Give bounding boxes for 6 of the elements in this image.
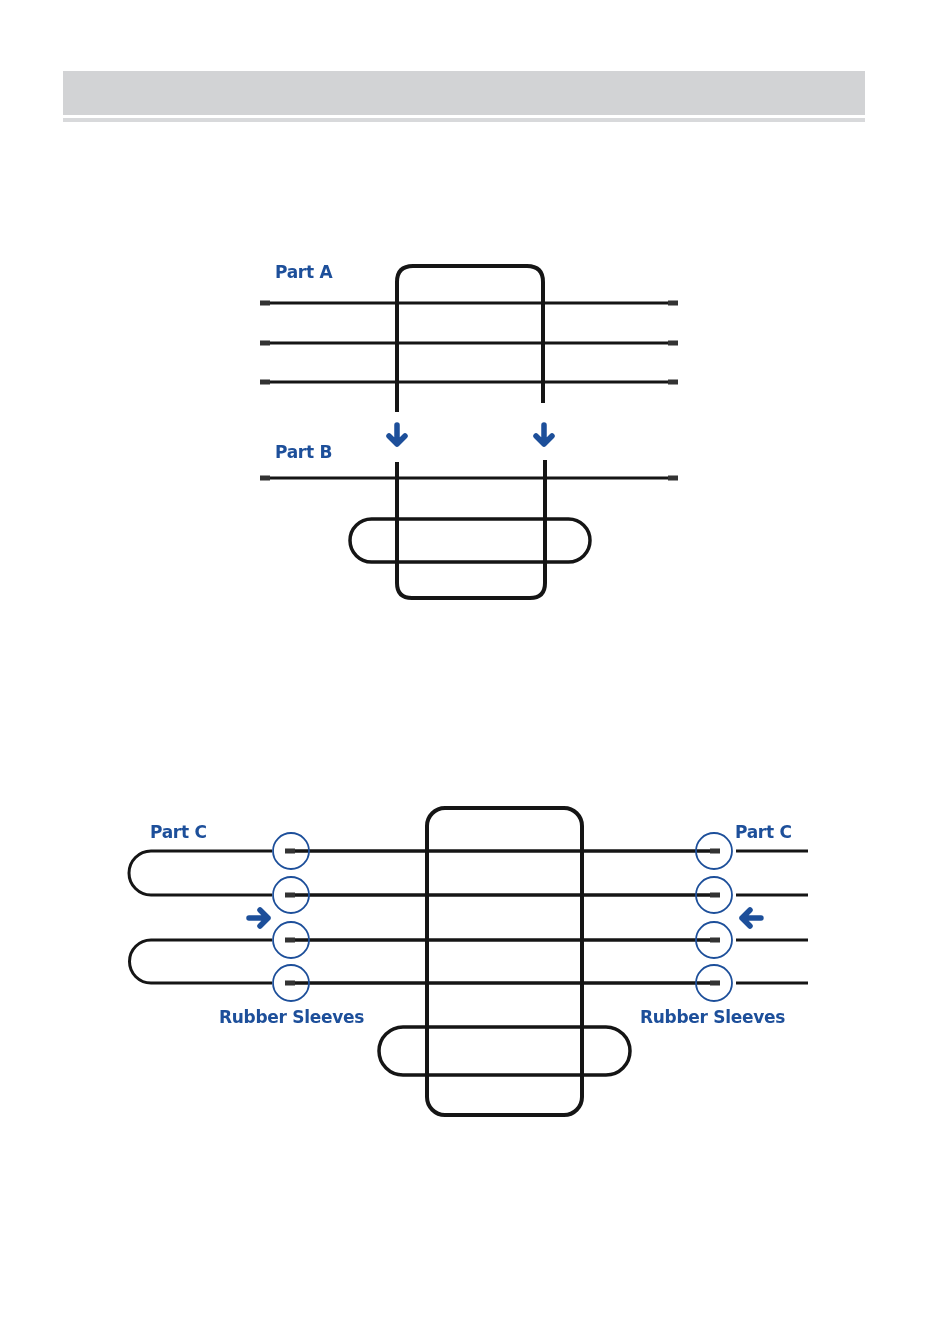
part-label: Part C: [150, 823, 207, 843]
part-label: Rubber Sleeves: [640, 1008, 786, 1028]
part-label: Rubber Sleeves: [219, 1008, 365, 1028]
part-label: Part C: [735, 823, 792, 843]
part-label: Part B: [275, 443, 333, 463]
part-label: Part A: [275, 263, 333, 283]
